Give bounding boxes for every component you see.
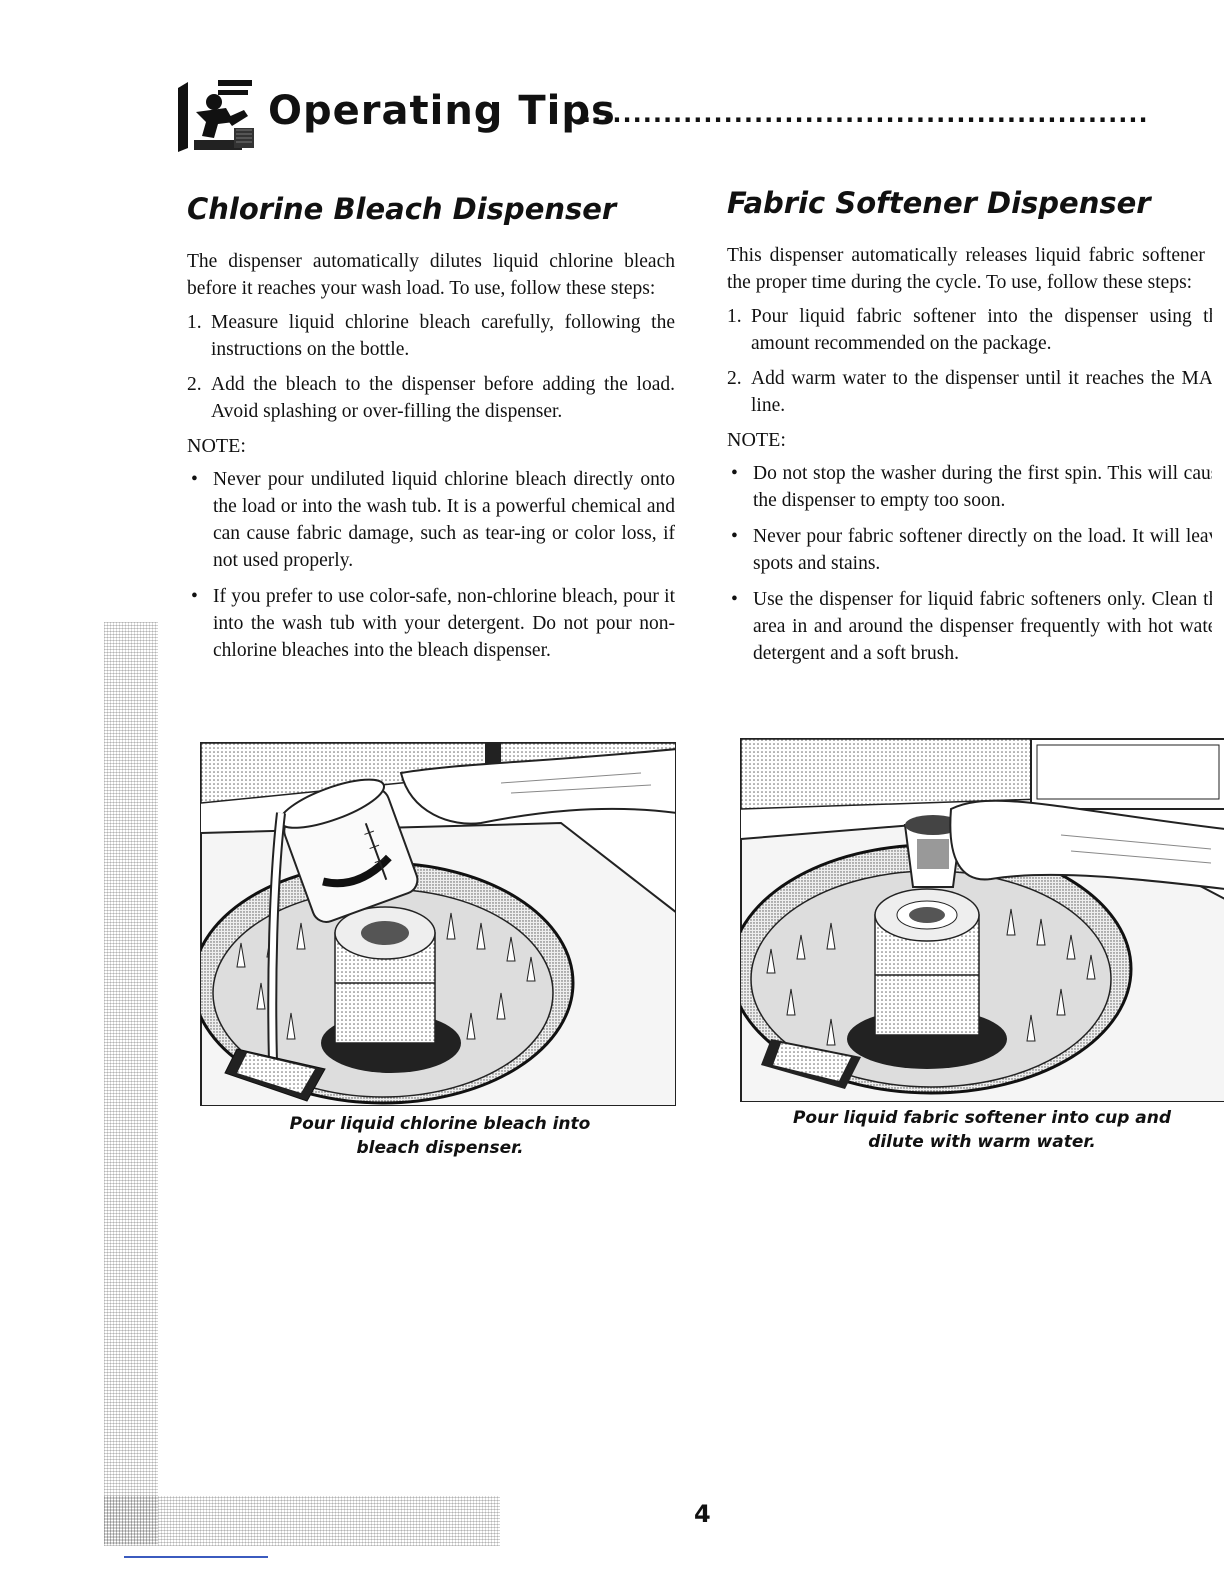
step-text: Add the bleach to the dispenser before a… — [211, 374, 675, 422]
caption-line: dilute with warm water. — [868, 1132, 1096, 1152]
bleach-steps: 1. Measure liquid chlorine bleach careful… — [187, 309, 675, 425]
softener-section-clip: This dispenser automatically releases li… — [727, 242, 1212, 712]
step-text: Measure liquid chlorine bleach carefully… — [211, 312, 675, 360]
title-leader-dots: ........................................… — [582, 100, 1149, 128]
list-item: 2. Add warm water to the dispenser until … — [727, 365, 1212, 419]
softener-illustration — [740, 738, 1224, 1102]
list-item: 1. Measure liquid chlorine bleach careful… — [187, 309, 675, 363]
list-item: 1. Pour liquid fabric softener into the d… — [727, 303, 1212, 357]
step-text: Pour liquid fabric softener into the dis… — [751, 306, 1212, 354]
page-number: 4 — [694, 1500, 711, 1528]
bottom-rule — [124, 1556, 268, 1558]
step-number: 1. — [187, 312, 202, 333]
softener-intro: This dispenser automatically releases li… — [727, 245, 1212, 293]
softener-steps: 1. Pour liquid fabric softener into the d… — [727, 303, 1212, 419]
step-number: 2. — [727, 368, 742, 389]
step-text: Add warm water to the dispenser until it… — [751, 368, 1212, 416]
caption-line: Pour liquid fabric softener into cup and — [792, 1108, 1172, 1128]
bleach-section: The dispenser automatically dilutes liqu… — [187, 248, 675, 673]
list-item: Do not stop the washer during the first … — [727, 460, 1212, 514]
list-item: Use the dispenser for liquid fabric soft… — [727, 586, 1212, 667]
step-number: 1. — [727, 306, 742, 327]
softener-heading: Fabric Softener Dispenser — [727, 186, 1151, 220]
bleach-illustration — [200, 742, 676, 1106]
stipple-border-left — [104, 622, 158, 1544]
list-item: If you prefer to use color-safe, non-chl… — [187, 583, 675, 664]
bleach-heading: Chlorine Bleach Dispenser — [187, 192, 617, 226]
bleach-notes: Never pour undiluted liquid chlorine ble… — [187, 466, 675, 664]
list-item: Never pour undiluted liquid chlorine ble… — [187, 466, 675, 574]
softener-note-label: NOTE: — [727, 429, 786, 451]
list-item: Never pour fabric softener directly on t… — [727, 523, 1212, 577]
stipple-border-bottom — [104, 1496, 500, 1546]
softener-caption: Pour liquid fabric softener into cup and… — [732, 1106, 1224, 1154]
softener-section: This dispenser automatically releases li… — [727, 242, 1212, 667]
bleach-intro: The dispenser automatically dilutes liqu… — [187, 251, 675, 299]
step-number: 2. — [187, 374, 202, 395]
softener-notes: Do not stop the washer during the first … — [727, 460, 1212, 667]
page-title: Operating Tips — [268, 88, 616, 134]
caption-line: Pour liquid chlorine bleach into — [289, 1114, 591, 1134]
list-item: 2. Add the bleach to the dispenser before… — [187, 371, 675, 425]
bleach-caption: Pour liquid chlorine bleach into bleach … — [190, 1112, 690, 1160]
operating-tips-icon — [174, 78, 256, 158]
bleach-note-label: NOTE: — [187, 435, 246, 457]
caption-line: bleach dispenser. — [356, 1138, 524, 1158]
